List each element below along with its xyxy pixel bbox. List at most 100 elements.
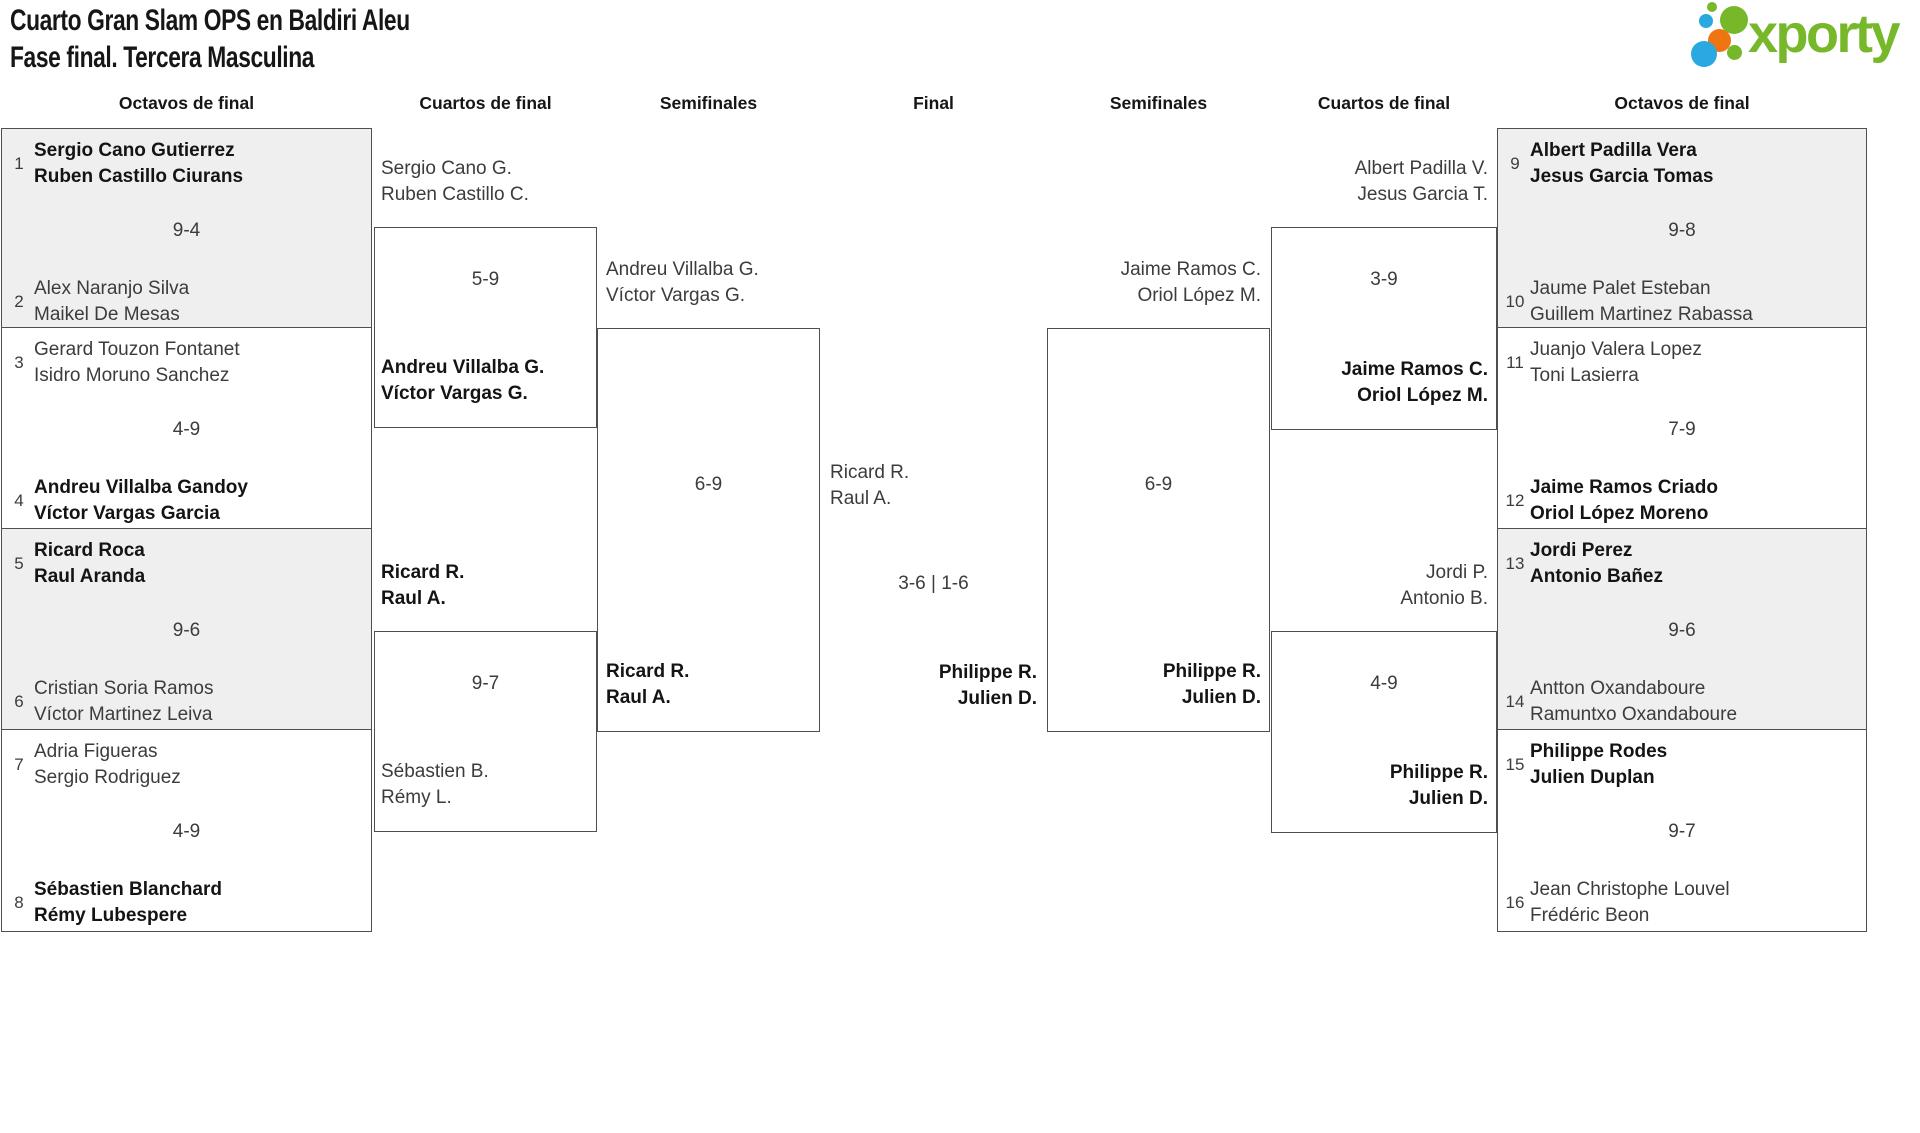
logo-dot-blue-large xyxy=(1691,41,1717,67)
team-name: Antton Oxandaboure Ramuntxo Oxandaboure xyxy=(1530,676,1737,728)
final-score: 3-6 | 1-6 xyxy=(898,573,969,594)
match-score: 9-8 xyxy=(1668,220,1696,241)
match-frame-qf-left-2: Ricard R. Raul A. 9-7 Sébastien B. Rémy … xyxy=(374,562,597,832)
team-name: Juanjo Valera Lopez Toni Lasierra xyxy=(1530,337,1702,389)
match-score: 4-9 xyxy=(1370,673,1398,694)
player-name: Juanjo Valera Lopez xyxy=(1530,339,1702,360)
player-name: Víctor Vargas G. xyxy=(381,383,528,404)
player-name: Julien D. xyxy=(1181,687,1261,708)
team-name: Gerard Touzon Fontanet Isidro Moruno San… xyxy=(34,337,240,389)
player-name: Jaume Palet Esteban xyxy=(1530,278,1711,299)
player-name: Jordi Perez xyxy=(1530,540,1633,561)
player-name: Ricard Roca xyxy=(34,540,145,561)
team-name: Cristian Soria Ramos Víctor Martinez Lei… xyxy=(34,676,214,728)
team-name: Ricard Roca Raul Aranda xyxy=(34,538,145,590)
team-name: Alex Naranjo Silva Maikel De Mesas xyxy=(34,276,189,328)
team-name: Sergio Cano Gutierrez Ruben Castillo Ciu… xyxy=(34,138,243,190)
match-box-r16-right-4: 15 Philippe Rodes Julien Duplan 9-7 16 J… xyxy=(1497,729,1867,932)
seed-number: 2 xyxy=(14,292,24,311)
player-name: Sébastien Blanchard xyxy=(34,879,222,900)
player-name: Andreu Villalba G. xyxy=(606,259,759,280)
player-name: Víctor Vargas G. xyxy=(606,285,746,306)
match-box-r16-left-4: 7 Adria Figueras Sergio Rodriguez 4-9 8 … xyxy=(1,729,372,932)
player-name: Toni Lasierra xyxy=(1530,365,1639,386)
match-score: 9-6 xyxy=(1668,620,1696,641)
team-name: Jean Christophe Louvel Frédéric Beon xyxy=(1530,877,1730,929)
match-box-r16-right-2: 11 Juanjo Valera Lopez Toni Lasierra 7-9… xyxy=(1497,327,1867,529)
logo-dot-blue-small xyxy=(1699,14,1713,28)
team-name: Sébastien B. Rémy L. xyxy=(381,759,596,811)
player-name: Albert Padilla Vera xyxy=(1530,140,1697,161)
player-name: Rémy L. xyxy=(381,787,452,808)
player-name: Frédéric Beon xyxy=(1530,905,1650,926)
player-name: Oriol López M. xyxy=(1357,385,1488,406)
player-name: Jaime Ramos C. xyxy=(1341,359,1488,380)
round-header-final: Final xyxy=(913,93,954,113)
player-name: Jean Christophe Louvel xyxy=(1530,879,1730,900)
seed-number: 9 xyxy=(1510,154,1520,173)
page-title: Cuarto Gran Slam OPS en Baldiri Aleu Fas… xyxy=(10,2,410,76)
player-name: Sergio Cano G. xyxy=(381,158,512,179)
match-box-r16-left-1: 1 Sergio Cano Gutierrez Ruben Castillo C… xyxy=(1,128,372,328)
player-name: Maikel De Mesas xyxy=(34,304,180,325)
player-name: Jesus Garcia T. xyxy=(1357,184,1488,205)
player-name: Jaime Ramos C. xyxy=(1120,259,1261,280)
team-name: Philippe Rodes Julien Duplan xyxy=(1530,739,1667,791)
player-name: Ricard R. xyxy=(606,661,690,682)
player-name: Ricard R. xyxy=(381,562,465,583)
seed-number: 13 xyxy=(1505,554,1525,573)
team-name: Ricard R. Raul A. xyxy=(381,560,596,612)
match-score: 7-9 xyxy=(1668,419,1696,440)
player-name: Andreu Villalba G. xyxy=(381,357,545,378)
player-name: Sébastien B. xyxy=(381,761,489,782)
match-box-r16-right-1: 9 Albert Padilla Vera Jesus Garcia Tomas… xyxy=(1497,128,1867,328)
team-name: Jaume Palet Esteban Guillem Martinez Rab… xyxy=(1530,276,1753,328)
match-score: 5-9 xyxy=(471,269,500,290)
match-score: 3-9 xyxy=(1370,269,1398,290)
team-name: Jaime Ramos Criado Oriol López Moreno xyxy=(1530,475,1718,527)
player-name: Oriol López M. xyxy=(1137,285,1261,306)
player-name: Adria Figueras xyxy=(34,741,158,762)
seed-number: 11 xyxy=(1506,353,1524,372)
seed-number: 4 xyxy=(14,491,24,510)
match-box-r16-right-3: 13 Jordi Perez Antonio Bañez 9-6 14 Antt… xyxy=(1497,528,1867,730)
team-name: Albert Padilla V. Jesus Garcia T. xyxy=(1273,156,1488,208)
seed-number: 12 xyxy=(1505,491,1525,510)
player-name: Philippe Rodes xyxy=(1530,741,1668,762)
team-name: Philippe R. Julien D. xyxy=(1046,659,1261,711)
final-column: Ricard R. Raul A. 3-6 | 1-6 Philippe R. … xyxy=(820,328,1047,732)
team-name: Sergio Cano G. Ruben Castillo C. xyxy=(381,156,596,208)
player-name: Rémy Lubespere xyxy=(34,905,188,926)
player-name: Julien D. xyxy=(1408,788,1488,809)
seed-number: 14 xyxy=(1505,692,1525,711)
match-score: 4-9 xyxy=(172,419,201,440)
player-name: Antton Oxandaboure xyxy=(1530,678,1706,699)
team-name: Jordi Perez Antonio Bañez xyxy=(1530,538,1663,590)
team-name: Andreu Villalba Gandoy Víctor Vargas Gar… xyxy=(34,475,248,527)
match-score: 4-9 xyxy=(172,821,201,842)
player-name: Raul A. xyxy=(830,488,892,509)
title-line-2: Fase final. Tercera Masculina xyxy=(10,41,315,74)
player-name: Cristian Soria Ramos xyxy=(34,678,214,699)
player-name: Julien D. xyxy=(957,688,1037,709)
seed-number: 7 xyxy=(14,755,24,774)
match-frame-qf-left-1: Sergio Cano G. Ruben Castillo C. 5-9 And… xyxy=(374,158,597,428)
player-name: Raul A. xyxy=(606,687,671,708)
round-header-cuartos-right: Cuartos de final xyxy=(1317,93,1451,113)
seed-number: 15 xyxy=(1505,755,1525,774)
xporty-logo-text: xporty xyxy=(1748,4,1901,64)
team-name: Jaime Ramos C. Oriol López M. xyxy=(1273,357,1488,409)
player-name: Ruben Castillo Ciurans xyxy=(34,166,244,187)
seed-number: 8 xyxy=(14,893,24,912)
match-frame-sf-left: Andreu Villalba G. Víctor Vargas G. 6-9 … xyxy=(597,259,820,732)
player-name: Antonio B. xyxy=(1400,588,1488,609)
team-name: Sébastien Blanchard Rémy Lubespere xyxy=(34,877,222,929)
player-name: Ramuntxo Oxandaboure xyxy=(1530,704,1738,725)
seed-number: 5 xyxy=(14,554,24,573)
player-name: Ruben Castillo C. xyxy=(381,184,529,205)
title-line-1: Cuarto Gran Slam OPS en Baldiri Aleu xyxy=(10,4,410,37)
team-name: Adria Figueras Sergio Rodriguez xyxy=(34,739,181,791)
team-name: Jaime Ramos C. Oriol López M. xyxy=(1046,257,1261,309)
match-score: 9-7 xyxy=(1668,821,1696,842)
match-score: 9-7 xyxy=(471,673,500,694)
